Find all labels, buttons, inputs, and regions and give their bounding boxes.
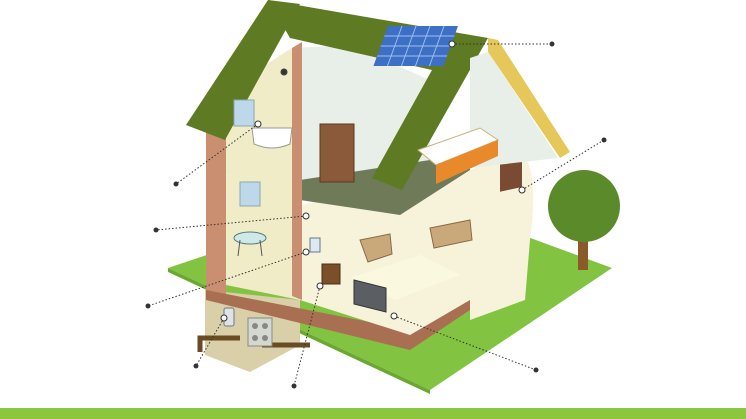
heat-pump-end-dot[interactable] [193, 363, 199, 369]
upper-window [233, 99, 255, 127]
bathroom-sensor-anchor-dot[interactable] [254, 120, 262, 128]
sofa-icon [429, 219, 473, 249]
heat-pump-pipe [197, 335, 240, 352]
tv-socket-callout-line [393, 315, 537, 371]
outdoor-sensor-end-dot[interactable] [601, 137, 607, 143]
control-panel-anchor-dot[interactable] [302, 248, 310, 256]
heat-pump-callout-line [195, 317, 225, 367]
smart-meter-end-dot[interactable] [291, 383, 297, 389]
lower-window [239, 181, 261, 207]
armchair-icon [359, 233, 393, 263]
bathroom-sensor-end-dot[interactable] [173, 181, 179, 187]
front-base [206, 290, 470, 350]
living-thermostat-anchor-dot[interactable] [302, 212, 310, 220]
solar-panel-icon [373, 26, 458, 66]
roof-right-trim [488, 38, 570, 158]
solar-panel-end-dot[interactable] [549, 41, 555, 47]
tv-icon [353, 279, 387, 313]
smart-meter-icon [321, 263, 341, 285]
thermostat-icon [309, 237, 321, 253]
table-icon [233, 231, 267, 257]
heat-pump-icon [247, 317, 273, 347]
roof-left [186, 0, 300, 140]
tv-socket-end-dot[interactable] [533, 367, 539, 373]
bedroom-sensor-end-dot[interactable] [281, 69, 287, 75]
bathtub-icon [251, 127, 293, 149]
solar-panel-anchor-dot[interactable] [448, 40, 456, 48]
bed-icon [417, 127, 500, 184]
right-wall [470, 150, 534, 320]
partition-wall [292, 42, 302, 300]
living-thermostat-callout-line [155, 215, 307, 231]
bathroom-sensor-callout-line [175, 123, 259, 185]
wardrobe-icon [319, 123, 355, 183]
outdoor-sensor-anchor-dot[interactable] [518, 186, 526, 194]
smart-meter-anchor-dot[interactable] [316, 282, 324, 290]
bottom-accent-bar [0, 408, 746, 419]
left-outer-wall [206, 118, 226, 300]
living-thermostat-end-dot[interactable] [153, 227, 159, 233]
heat-pump-anchor-dot[interactable] [220, 314, 228, 322]
tree-icon [548, 170, 620, 270]
callout-group [145, 40, 607, 389]
control-panel-end-dot[interactable] [145, 303, 151, 309]
tv-socket-anchor-dot[interactable] [390, 312, 398, 320]
